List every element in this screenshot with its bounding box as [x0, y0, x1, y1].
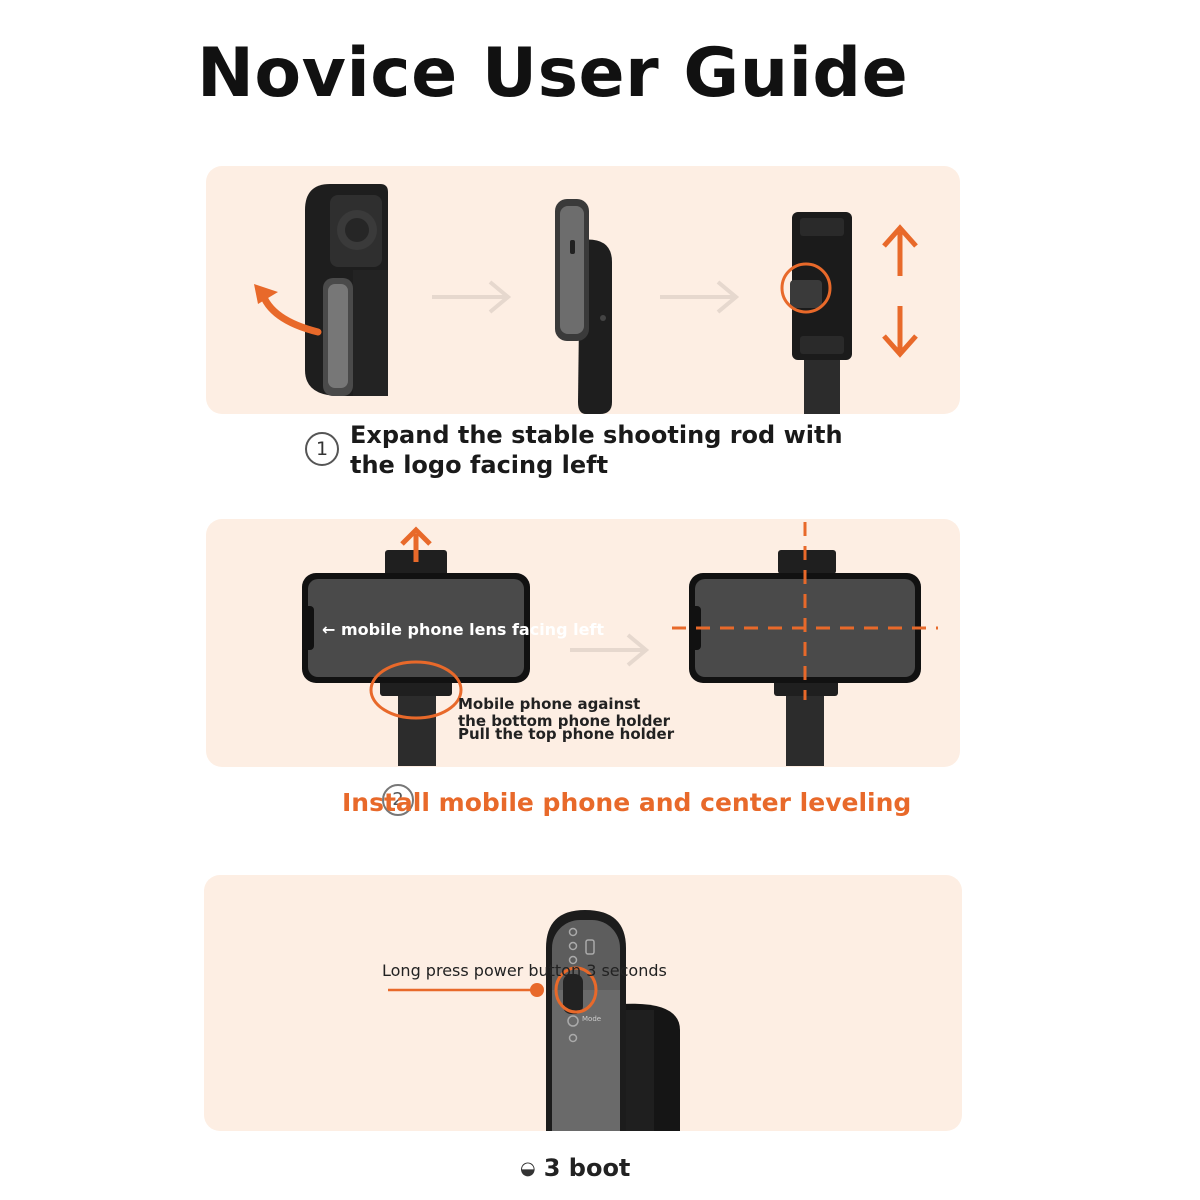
page-title: Novice User Guide	[197, 34, 909, 113]
lens-direction-label: ← mobile phone lens facing left	[322, 620, 605, 639]
gimbal-side-view	[555, 199, 612, 414]
step2-caption: Install mobile phone and center leveling	[342, 788, 912, 817]
right-arrow-icon	[432, 280, 512, 314]
step3-caption: ◒ 3 boot	[520, 1154, 630, 1182]
step1-caption-line2: the logo facing left	[350, 451, 609, 479]
holder-note-line3: Pull the top phone holder	[458, 725, 675, 743]
open-phone-holder	[780, 212, 852, 414]
power-button-label: Long press power button 3 seconds	[382, 961, 667, 980]
step2-number: 2	[382, 784, 414, 816]
device-mode-label: Mode	[582, 1015, 602, 1023]
step1-caption-line1: Expand the stable shooting rod with	[350, 421, 843, 449]
holder-note-line1: Mobile phone against	[458, 695, 641, 713]
gimbal-power-closeup	[388, 910, 680, 1131]
right-arrow-icon	[570, 633, 650, 667]
holder-note-line2: the bottom phone holder	[458, 712, 671, 730]
power-icon: ◒	[520, 1158, 536, 1179]
step1-number: 1	[305, 432, 339, 466]
holder-note: Mobile phone against the bottom phone ho…	[458, 696, 674, 743]
folded-gimbal	[305, 184, 388, 396]
step3-caption-text: 3 boot	[543, 1154, 631, 1182]
curved-arrow-icon	[254, 284, 322, 336]
right-arrow-icon	[660, 280, 740, 314]
centered-phone	[672, 522, 938, 766]
up-arrow-icon	[400, 526, 432, 562]
up-down-arrow-icon	[882, 224, 918, 358]
phone-in-holder	[302, 550, 530, 766]
step1-caption: Expand the stable shooting rod with the …	[350, 420, 870, 480]
